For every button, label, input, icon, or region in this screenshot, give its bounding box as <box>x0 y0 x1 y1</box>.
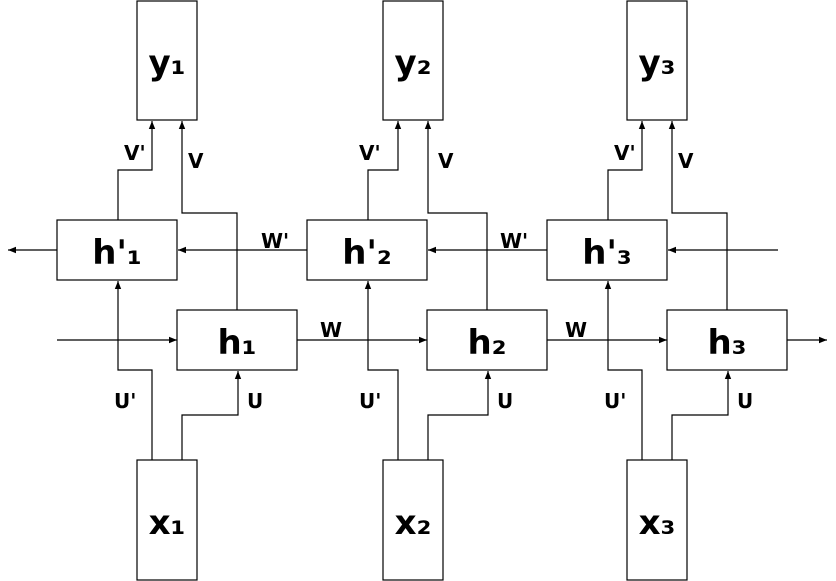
hf2-label: h₂ <box>467 323 506 363</box>
v-prime-label-3: V' <box>614 141 636 165</box>
edge-x1-hb1 <box>114 281 153 460</box>
w-prime-label-1: W' <box>261 229 289 253</box>
hb2-box <box>306 219 428 281</box>
w-prime-label-2: W' <box>500 229 528 253</box>
u-prime-label-1: U' <box>114 389 136 413</box>
hb1-label: h'₁ <box>92 233 142 273</box>
edge-hb3-y3 <box>607 121 646 220</box>
edge-hb2-y2 <box>367 121 402 220</box>
y2-label: y₂ <box>394 43 431 83</box>
edge-h1-y1 <box>178 121 238 310</box>
hb3-box <box>546 219 668 281</box>
u-label-2: U <box>497 389 513 413</box>
hf1-label: h₁ <box>217 323 256 363</box>
v-label-2: V <box>438 149 454 173</box>
v-prime-label-2: V' <box>359 141 381 165</box>
node-labels: y₁ y₂ y₃ h'₁ h'₂ h'₃ h₁ h₂ h₃ x₁ x₂ x₃ <box>92 43 746 543</box>
nodes <box>56 0 788 581</box>
edge-hb1-y1 <box>117 121 156 220</box>
u-prime-label-3: U' <box>604 389 626 413</box>
v-label-3: V <box>678 149 694 173</box>
y1-label: y₁ <box>148 43 185 83</box>
x3-label: x₃ <box>639 503 676 543</box>
y3-label: y₃ <box>638 43 675 83</box>
hf1-box <box>176 309 298 371</box>
connections <box>8 121 827 460</box>
edge-x2-hb2 <box>364 281 399 460</box>
y3-box <box>626 0 688 121</box>
edge-h3-y3 <box>668 121 728 310</box>
x1-box <box>136 459 198 581</box>
v-prime-label-1: V' <box>124 141 146 165</box>
hf3-box <box>666 309 788 371</box>
hb2-label: h'₂ <box>342 233 392 273</box>
w-label-1: W <box>320 318 342 342</box>
x2-label: x₂ <box>395 503 432 543</box>
hb1-box <box>56 219 178 281</box>
edge-x2-h2 <box>427 371 492 460</box>
w-label-2: W <box>565 318 587 342</box>
x2-box <box>382 459 444 581</box>
edge-h2-y2 <box>424 121 488 310</box>
y2-box <box>382 0 444 121</box>
edge-x3-hb3 <box>604 281 643 460</box>
u-label-3: U <box>737 389 753 413</box>
hb3-label: h'₃ <box>582 233 632 273</box>
u-label-1: U <box>247 389 263 413</box>
edge-x3-h3 <box>671 371 732 460</box>
v-label-1: V <box>188 149 204 173</box>
x3-box <box>626 459 688 581</box>
edge-labels: V' V U' U V' V U' U V' V U' U W' W' W W <box>114 141 753 413</box>
edge-x1-h1 <box>181 371 242 460</box>
hf2-box <box>426 309 548 371</box>
y1-box <box>136 0 198 121</box>
u-prime-label-2: U' <box>359 389 381 413</box>
x1-label: x₁ <box>149 503 186 543</box>
hf3-label: h₃ <box>707 323 746 363</box>
